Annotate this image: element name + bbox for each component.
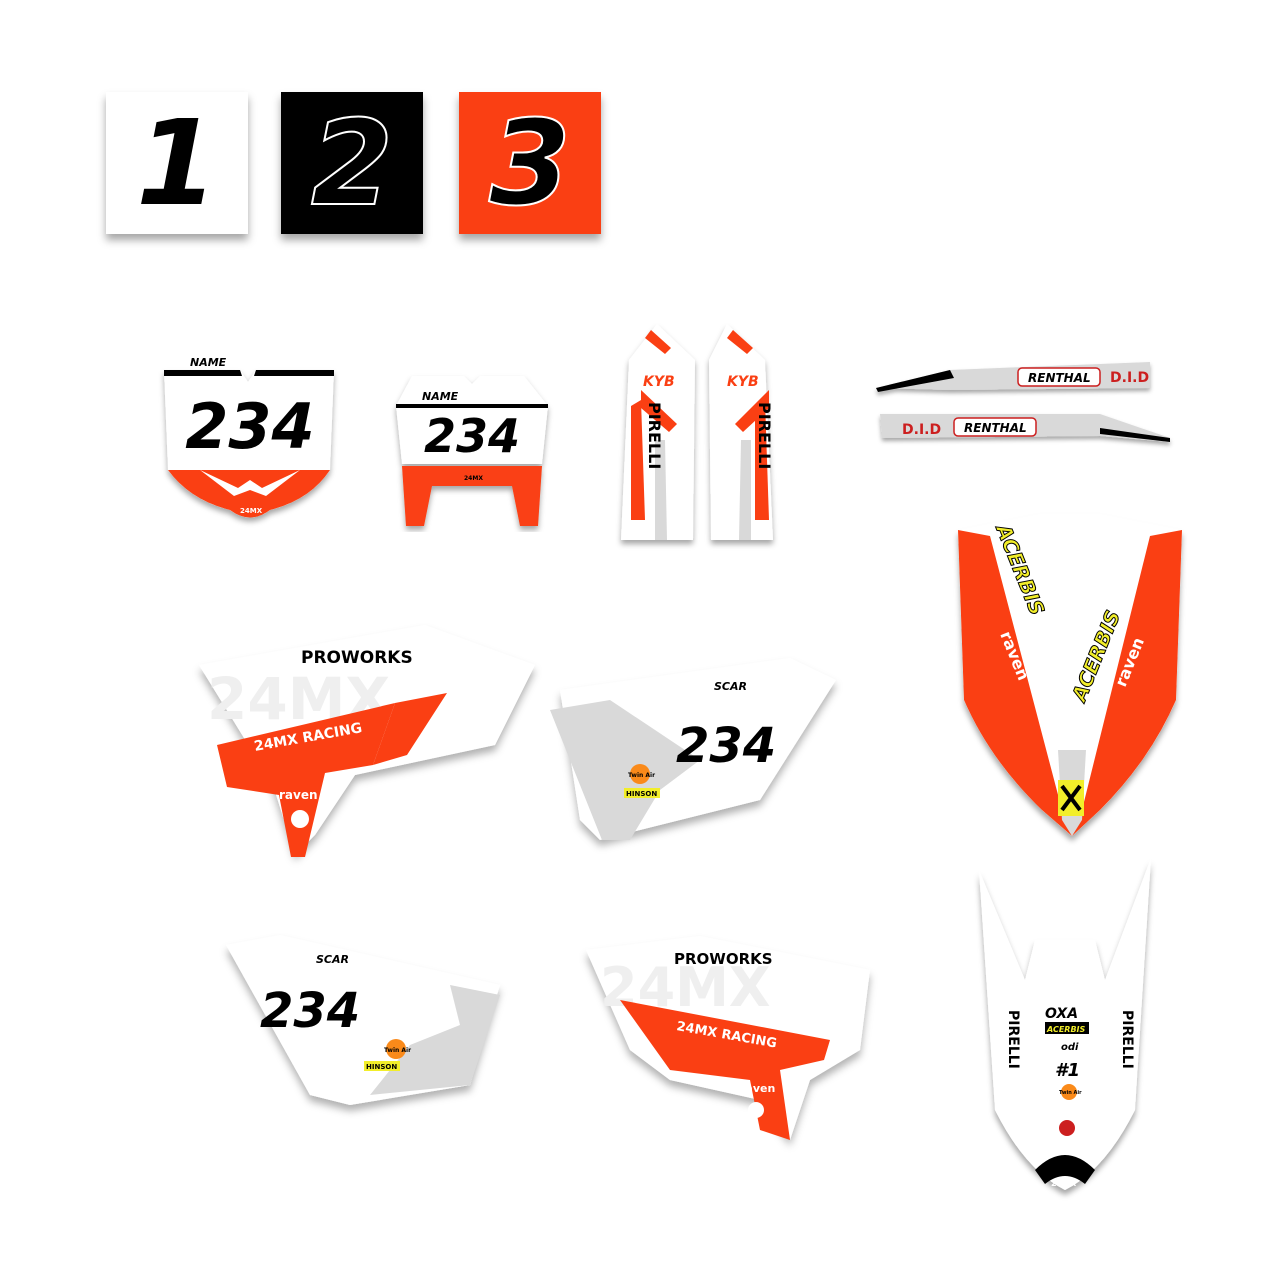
plate-number: 234: [424, 409, 520, 463]
plate-name-label: NAME: [190, 356, 227, 369]
scar-logo: SCAR: [714, 680, 747, 693]
radiator-shroud-left: 24MX PROWORKS 24MX RACING raven: [199, 625, 535, 857]
fork-guards: KYB KYB PIRELLI PIRELLI: [621, 324, 774, 540]
twin-air-logo: Twin Air: [1059, 1090, 1082, 1096]
plate-name-label: NAME: [422, 390, 459, 403]
side-panel-right: SCAR 234 Twin Air HINSON: [550, 658, 836, 840]
pirelli-logo-right: PIRELLI: [755, 402, 774, 469]
swatch-number: 2: [310, 94, 394, 232]
proworks-logo: PROWORKS: [301, 648, 413, 668]
side-panel-number: 234: [260, 983, 360, 1039]
rear-24mx-logo: 24MX: [1051, 1179, 1077, 1188]
swatch-white-1: 1: [106, 92, 248, 234]
renthal-logo: RENTHAL: [1028, 371, 1091, 385]
kyb-logo-right: KYB: [727, 374, 759, 390]
pirelli-logo-left: PIRELLI: [645, 402, 664, 469]
renthal-logo: RENTHAL: [964, 421, 1027, 435]
acerbis-logo: ACERBIS: [1046, 1025, 1086, 1034]
side-panel-left: SCAR 234 Twin Air HINSON: [226, 935, 500, 1105]
hinson-logo: HINSON: [626, 790, 657, 798]
skull-icon: [291, 810, 309, 828]
front-plate-headlight: NAME 234 24MX: [396, 376, 548, 526]
pirelli-logo-right: PIRELLI: [1119, 1010, 1135, 1069]
twin-air-logo: Twin Air: [384, 1047, 411, 1054]
swingarm-decals: RENTHAL D.I.D D.I.D RENTHAL: [876, 362, 1170, 442]
twin-air-logo: Twin Air: [628, 772, 655, 779]
swatch-number: 1: [135, 94, 219, 232]
proworks-logo: PROWORKS: [674, 950, 773, 968]
radiator-shroud-right: 24MX PROWORKS 24MX RACING raven: [586, 936, 870, 1140]
plate-logo-24mx: 24MX: [464, 475, 483, 482]
did-logo: D.I.D: [1110, 370, 1149, 386]
did-logo: D.I.D: [902, 422, 941, 438]
kyb-logo-left: KYB: [643, 374, 675, 390]
oxa-logo: OXA: [1045, 1006, 1078, 1022]
skull-icon: [748, 1102, 764, 1118]
hinson-logo: HINSON: [366, 1063, 397, 1071]
pirelli-logo-left: PIRELLI: [1005, 1010, 1021, 1069]
skull-icon: [1059, 1120, 1075, 1136]
scar-logo: SCAR: [316, 953, 349, 966]
rear-fender: 24MX OXA ACERBIS odi #1 Twin Air PIRELLI…: [979, 858, 1151, 1190]
plate-number: 234: [185, 390, 314, 463]
swatch-orange-3: 3: [459, 92, 601, 234]
swatch-black-2: 2: [281, 92, 423, 234]
front-number-plate: NAME 234 24MX: [164, 356, 334, 518]
number-one-logo: #1: [1055, 1060, 1080, 1081]
swatch-number: 3: [488, 94, 572, 232]
plate-logo-24mx: 24MX: [240, 507, 263, 515]
raven-logo: raven: [279, 788, 318, 802]
side-panel-number: 234: [676, 718, 776, 774]
raven-logo: raven: [740, 1082, 775, 1095]
front-fender: ACERBIS ACERBIS raven raven: [958, 514, 1182, 836]
odi-logo: odi: [1061, 1042, 1079, 1053]
